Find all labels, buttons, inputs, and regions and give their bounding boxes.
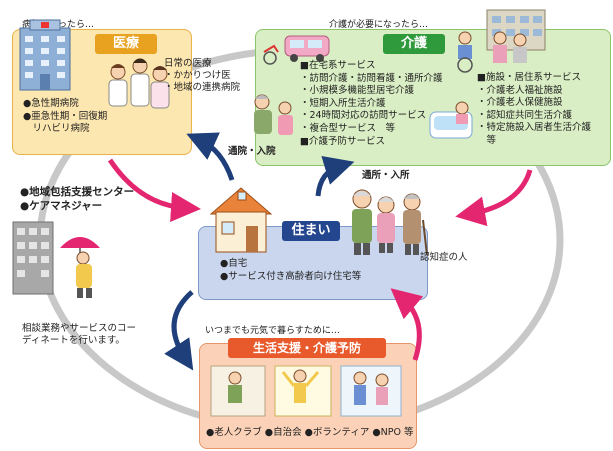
care-home-item: ■介護予防サービス — [300, 135, 385, 147]
support-items: ●老人クラブ ●自治会 ●ボランティア ●NPO 等 — [206, 427, 414, 438]
arrow-care-to-home — [455, 169, 533, 227]
home-list: ●自宅 ●サービス付き高齢者向け住宅等 — [220, 258, 361, 283]
arrow-home-to-support — [164, 290, 194, 371]
home-item: ●自宅 — [220, 258, 248, 269]
home-title: 住まい — [282, 221, 340, 241]
arrow-home-to-medical — [186, 132, 235, 181]
arrow-support-to-home — [390, 288, 424, 361]
care-facility-list: ■施設・居住系サービス ・介護老人福祉施設 ・介護老人保健施設 ・認知症共同生活… — [477, 72, 591, 148]
community-note-line: 相談業務やサービスのコー — [22, 323, 137, 334]
care-facility-item: ・介護老人保健施設 — [477, 97, 563, 109]
dementia-label: 認知症の人 — [420, 252, 468, 263]
community-item: ●地域包括支援センター — [20, 186, 135, 198]
arrow-label-medical: 通院・入院 — [228, 146, 276, 157]
care-home-item: ・短期入所生活介護 — [300, 97, 386, 109]
arrow-medical-to-home — [107, 158, 201, 222]
community-list: ●地域包括支援センター ●ケアマネジャー — [20, 185, 134, 213]
medical-daily-block: 日常の医療 ・かかりつけ医 ・地域の連携病院 — [164, 58, 240, 94]
medical-daily-title: 日常の医療 — [164, 58, 212, 69]
care-facility-item: ■施設・居住系サービス — [477, 72, 581, 83]
care-title: 介護 — [383, 34, 445, 54]
care-home-list: ■在宅系サービス ・訪問介護・訪問看護・通所介護 ・小規模多機能型居宅介護 ・短… — [300, 60, 443, 148]
support-caption: いつまでも元気で暮らすために… — [205, 326, 340, 336]
medical-hospital-item: ●亜急性期・回復期 — [23, 110, 108, 122]
arrow-home-to-care — [315, 155, 355, 197]
care-facility-item: 等 — [477, 134, 497, 146]
medical-daily-item: ・地域の連携病院 — [164, 82, 241, 93]
care-caption: 介護が必要になったら… — [329, 20, 429, 30]
care-facility-item: ・認知症共同生活介護 — [477, 109, 573, 121]
arrow-label-care: 通所・入所 — [362, 170, 410, 181]
care-home-item: ・小規模多機能型居宅介護 — [300, 85, 415, 97]
community-note: 相談業務やサービスのコー ディネートを行います。 — [22, 323, 136, 347]
medical-daily-item: ・かかりつけ医 — [164, 70, 231, 81]
care-facility-item: ・介護老人福祉施設 — [477, 84, 563, 96]
care-home-item: ・訪問介護・訪問看護・通所介護 — [300, 72, 443, 84]
care-home-item: ・複合型サービス 等 — [300, 122, 396, 134]
care-home-item: ・24時間対応の訪問サービス — [300, 110, 427, 122]
medical-hospital-list: ●急性期病院 ●亜急性期・回復期 リハビリ病院 — [23, 98, 107, 136]
medical-title: 医療 — [95, 34, 157, 54]
support-title: 生活支援・介護予防 — [228, 338, 386, 358]
care-home-item: ■在宅系サービス — [300, 60, 376, 71]
community-item: ●ケアマネジャー — [20, 200, 103, 212]
medical-hospital-item: リハビリ病院 — [23, 123, 90, 135]
medical-hospital-item: ●急性期病院 — [23, 98, 79, 109]
home-item: ●サービス付き高齢者向け住宅等 — [220, 270, 362, 282]
care-facility-item: ・特定施設入居者生活介護 — [477, 122, 592, 134]
community-note-line: ディネートを行います。 — [22, 335, 125, 346]
